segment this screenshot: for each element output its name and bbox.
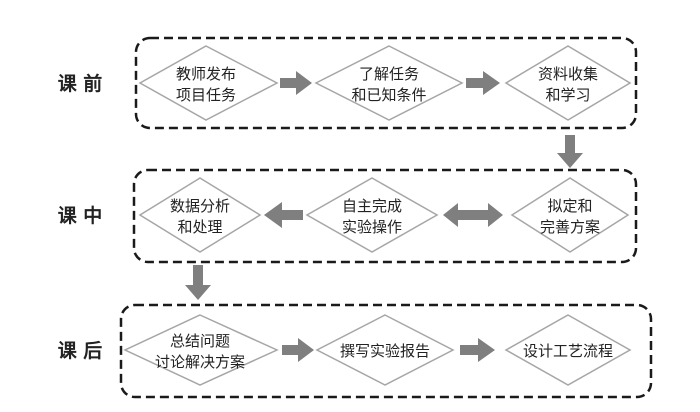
node-text-data-analysis-line2: 和处理 <box>177 218 222 236</box>
arrow-right-icon <box>280 71 312 95</box>
node-diamond-summarize <box>123 314 279 386</box>
arrow-down-icon <box>557 135 583 168</box>
node-diamond-draft-plan <box>510 177 630 253</box>
node-text-data-analysis-line1: 数据分析 <box>170 197 230 215</box>
node-text-summarize-line1: 总结问题 <box>170 332 230 350</box>
arrow-left-icon <box>264 202 303 228</box>
node-text-write-report: 撰写实验报告 <box>340 342 430 360</box>
node-text-draft-plan-line2: 完善方案 <box>540 218 600 236</box>
node-text-publish-task-line2: 项目任务 <box>176 86 236 104</box>
stage-label-in-class: 课 中 <box>58 204 103 227</box>
arrow-down-icon <box>185 265 211 300</box>
node-text-summarize-line2: 讨论解决方案 <box>155 353 245 371</box>
node-diamond-data-analysis <box>138 177 262 253</box>
arrow-double-icon <box>443 203 503 227</box>
node-text-understand-task-line1: 了解任务 <box>359 65 419 83</box>
node-diamond-publish-task <box>138 45 279 121</box>
stage-box-before-class <box>134 36 638 130</box>
node-text-draft-plan-line1: 拟定和 <box>547 197 592 215</box>
node-diamond-write-report <box>315 314 455 386</box>
stage-label-after-class: 课 后 <box>58 340 103 362</box>
node-diamond-design-process <box>504 314 632 386</box>
arrow-right-icon <box>282 338 314 362</box>
node-text-experiment-line2: 实验操作 <box>342 218 402 236</box>
arrow-right-icon <box>466 71 500 95</box>
stage-label-before-class: 课 前 <box>58 72 103 95</box>
node-diamond-understand-task <box>314 45 464 121</box>
node-diamond-collect-materials <box>504 45 632 121</box>
arrow-right-icon <box>460 338 495 362</box>
stage-box-in-class <box>132 168 638 264</box>
node-text-experiment-line1: 自主完成 <box>342 197 402 215</box>
node-diamond-experiment <box>305 177 439 253</box>
node-text-collect-materials-line1: 资料收集 <box>538 65 598 83</box>
node-text-publish-task-line1: 教师发布 <box>176 65 236 83</box>
node-text-design-process: 设计工艺流程 <box>523 342 613 360</box>
node-text-collect-materials-line2: 和学习 <box>545 86 590 104</box>
stage-box-after-class <box>119 303 653 399</box>
node-text-understand-task-line2: 和已知条件 <box>351 86 426 104</box>
